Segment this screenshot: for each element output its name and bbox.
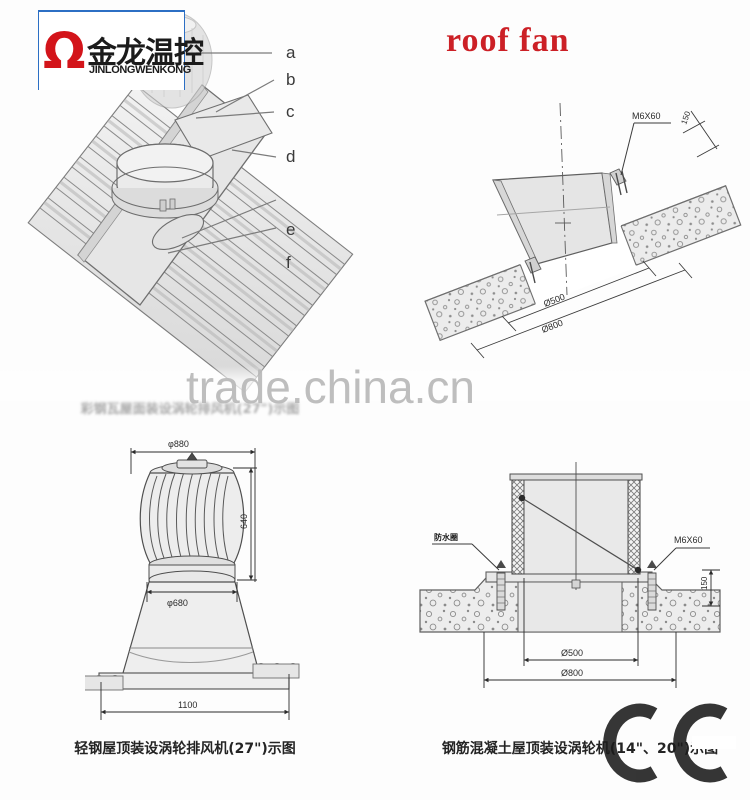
centreline bbox=[559, 102, 568, 296]
bolt-left bbox=[496, 560, 506, 611]
bolt-detail-left bbox=[524, 256, 542, 284]
label-1100: 1100 bbox=[178, 700, 197, 710]
dim-d800-br bbox=[483, 632, 677, 688]
seal-washer bbox=[151, 213, 205, 251]
label-bolt-leader bbox=[620, 122, 671, 176]
caption-bottom-right: 钢筋混凝土屋顶装设涡轮机(14"、20")示图 bbox=[441, 741, 719, 757]
caption-bottom-left: 轻钢屋顶装设涡轮排风机(27")示图 bbox=[74, 741, 296, 757]
label-bolt-leader-br bbox=[653, 547, 710, 571]
label-waterproof-ring: 防水圈 bbox=[434, 532, 458, 542]
logo-dragon-icon: Ω bbox=[43, 22, 86, 80]
dim-d800 bbox=[470, 262, 693, 359]
ce-mark-badge bbox=[603, 703, 736, 783]
callout-b: b bbox=[286, 70, 296, 89]
base-plate bbox=[485, 571, 653, 633]
dim-d500 bbox=[501, 260, 657, 332]
callout-a: a bbox=[286, 43, 296, 62]
label-640: 640 bbox=[239, 514, 249, 529]
figure-bottom-right: 防水圈 M6X60 150 Ø500 Ø800 bbox=[419, 462, 721, 688]
page-title: roof fan bbox=[446, 22, 570, 59]
callout-e: e bbox=[286, 220, 296, 239]
label-d880: φ880 bbox=[168, 439, 189, 449]
label-waterproof-leader bbox=[432, 543, 500, 571]
company-logo: Ω 金龙温控 JINLONGWENKONG bbox=[38, 10, 204, 90]
turbine-head bbox=[139, 452, 245, 590]
dim-d500-br bbox=[523, 578, 639, 666]
label-d800: Ø800 bbox=[540, 318, 564, 335]
label-150-br: 150 bbox=[700, 576, 709, 590]
dim-150-br bbox=[702, 569, 720, 607]
label-d680: φ680 bbox=[167, 598, 188, 608]
figure-top-left bbox=[27, 11, 354, 393]
callout-leaders bbox=[167, 52, 277, 254]
label-m6x60-br: M6X60 bbox=[674, 535, 703, 545]
dim-150 bbox=[682, 110, 720, 158]
logo-english-name: JINLONGWENKONG bbox=[89, 64, 191, 76]
label-d500-br: Ø500 bbox=[561, 648, 583, 658]
logo-chinese-name: 金龙温控 bbox=[87, 36, 204, 71]
label-m6x60: M6X60 bbox=[632, 111, 661, 121]
base-flange bbox=[85, 663, 300, 691]
fan-throat bbox=[492, 172, 618, 266]
callout-f: f bbox=[286, 253, 291, 272]
centreline-vertical bbox=[571, 462, 581, 590]
dim-680 bbox=[146, 582, 238, 602]
bolt-right bbox=[647, 560, 657, 611]
dim-880 bbox=[130, 448, 256, 582]
label-d800-br: Ø800 bbox=[561, 668, 583, 678]
dim-640 bbox=[233, 467, 257, 581]
fan-base-cylinder bbox=[111, 143, 219, 219]
bolt-detail-right bbox=[609, 168, 628, 196]
dim-1100 bbox=[100, 674, 290, 720]
figure-top-right: M6X60 150 Ø500 Ø800 bbox=[424, 102, 742, 359]
figure-bottom-left: φ880 640 φ680 1100 bbox=[85, 439, 300, 720]
adapter-cone bbox=[120, 581, 262, 681]
label-150-top: 150 bbox=[679, 110, 692, 126]
callout-d: d bbox=[286, 147, 296, 166]
callout-c: c bbox=[286, 102, 295, 121]
watermark-trade-china-cn: trade.china.cn bbox=[186, 361, 475, 413]
